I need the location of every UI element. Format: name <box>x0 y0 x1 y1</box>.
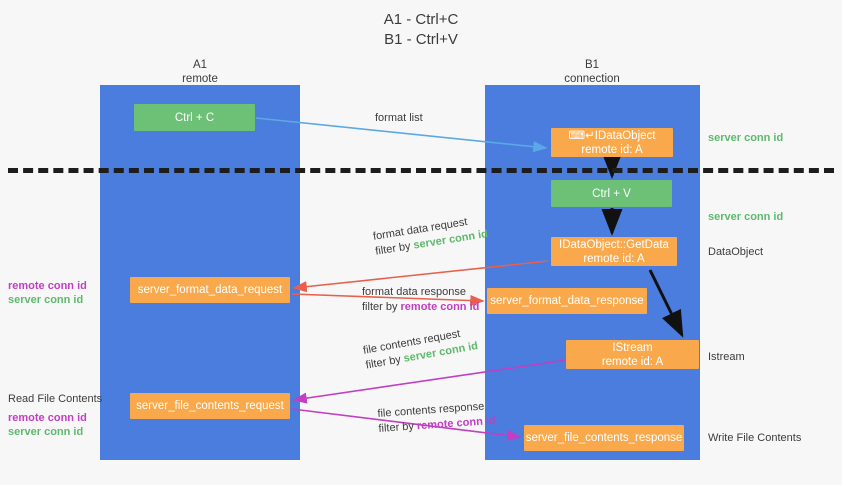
node-server-file-contents-request[interactable]: server_file_contents_request <box>130 393 290 419</box>
edge-filter-prefix: filter by <box>374 239 415 258</box>
annotation-left-conn-ids-bottom: remote conn id server conn id <box>8 411 87 439</box>
node-ctrl-c-label: Ctrl + C <box>174 111 215 124</box>
edge-filter-format-data-response: filter by remote conn id <box>362 300 479 315</box>
edge-filter-prefix: filter by <box>364 353 405 372</box>
node-idataobject-getdata[interactable]: IDataObject::GetData remote id: A <box>551 237 677 266</box>
annotation-server-conn-id-2: server conn id <box>8 426 84 438</box>
edge-label-format-list-text: format list <box>375 112 423 124</box>
lane-header-b1-name: B1 <box>584 59 600 71</box>
edge-filter-prefix: filter by <box>362 301 401 313</box>
node-server-format-data-request-label: server_format_data_request <box>137 284 283 296</box>
edge-label-format-data-request: format data request filter by server con… <box>372 212 489 259</box>
lane-header-a1: A1 remote <box>120 58 280 86</box>
title-line-1: A1 - Ctrl+C <box>383 11 459 28</box>
annotation-server-conn-id-top: server conn id <box>708 132 784 144</box>
annotation-istream: Istream <box>708 351 745 363</box>
lane-header-a1-role: remote <box>182 73 218 85</box>
node-getdata-label: IDataObject::GetData <box>559 238 669 251</box>
node-istream-sub: remote id: A <box>601 355 664 368</box>
node-getdata-sub: remote id: A <box>583 252 645 265</box>
node-idataobject-sub: remote id: A <box>581 143 643 156</box>
edge-filter-prefix: filter by <box>378 420 418 435</box>
annotation-left-conn-ids-top: remote conn id server conn id <box>8 279 87 307</box>
annotation-remote-conn-id-1: remote conn id <box>8 280 87 292</box>
node-server-format-data-response-label: server_format_data_response <box>490 295 644 307</box>
lane-header-b1: B1 connection <box>512 58 672 86</box>
node-server-file-contents-response-label: server_file_contents_response <box>525 432 683 444</box>
lane-header-a1-name: A1 <box>192 59 208 71</box>
edge-label-file-contents-request: file contents request filter by server c… <box>362 324 479 373</box>
edge-filter-value-remote-conn-id: remote conn id <box>400 301 480 313</box>
annotation-remote-conn-id-2: remote conn id <box>8 412 87 424</box>
phase-divider-dashed-line <box>8 168 834 173</box>
node-server-file-contents-response[interactable]: server_file_contents_response <box>524 425 684 451</box>
node-server-format-data-response[interactable]: server_format_data_response <box>487 288 647 314</box>
node-server-format-data-request[interactable]: server_format_data_request <box>130 277 290 303</box>
node-ctrl-c[interactable]: Ctrl + C <box>134 104 255 131</box>
node-ctrl-v-label: Ctrl + V <box>592 187 631 200</box>
edge-label-format-list: format list <box>375 111 423 126</box>
annotation-dataobject: DataObject <box>708 246 764 258</box>
edge-label-format-data-response-text: format data response <box>362 286 466 298</box>
node-ctrl-v[interactable]: Ctrl + V <box>551 180 672 207</box>
node-istream[interactable]: IStream remote id: A <box>566 340 699 369</box>
edge-label-format-data-response: format data response filter by remote co… <box>362 285 479 315</box>
annotation-server-conn-id-mid: server conn id <box>708 211 784 223</box>
edge-label-file-contents-response: file contents response filter by remote … <box>377 399 496 437</box>
annotation-write-file-contents: Write File Contents <box>708 432 802 444</box>
title-line-2: B1 - Ctrl+V <box>384 31 458 48</box>
node-istream-label: IStream <box>612 341 653 354</box>
annotation-server-conn-id-1: server conn id <box>8 294 84 306</box>
lane-header-b1-role: connection <box>564 73 620 85</box>
annotation-read-file-contents: Read File Contents <box>8 393 103 405</box>
node-server-file-contents-request-label: server_file_contents_request <box>136 400 284 412</box>
page-title: A1 - Ctrl+C B1 - Ctrl+V <box>0 10 842 50</box>
node-idataobject[interactable]: ⌨↵IDataObject remote id: A <box>551 128 673 157</box>
node-idataobject-label: ⌨↵IDataObject <box>568 129 656 142</box>
